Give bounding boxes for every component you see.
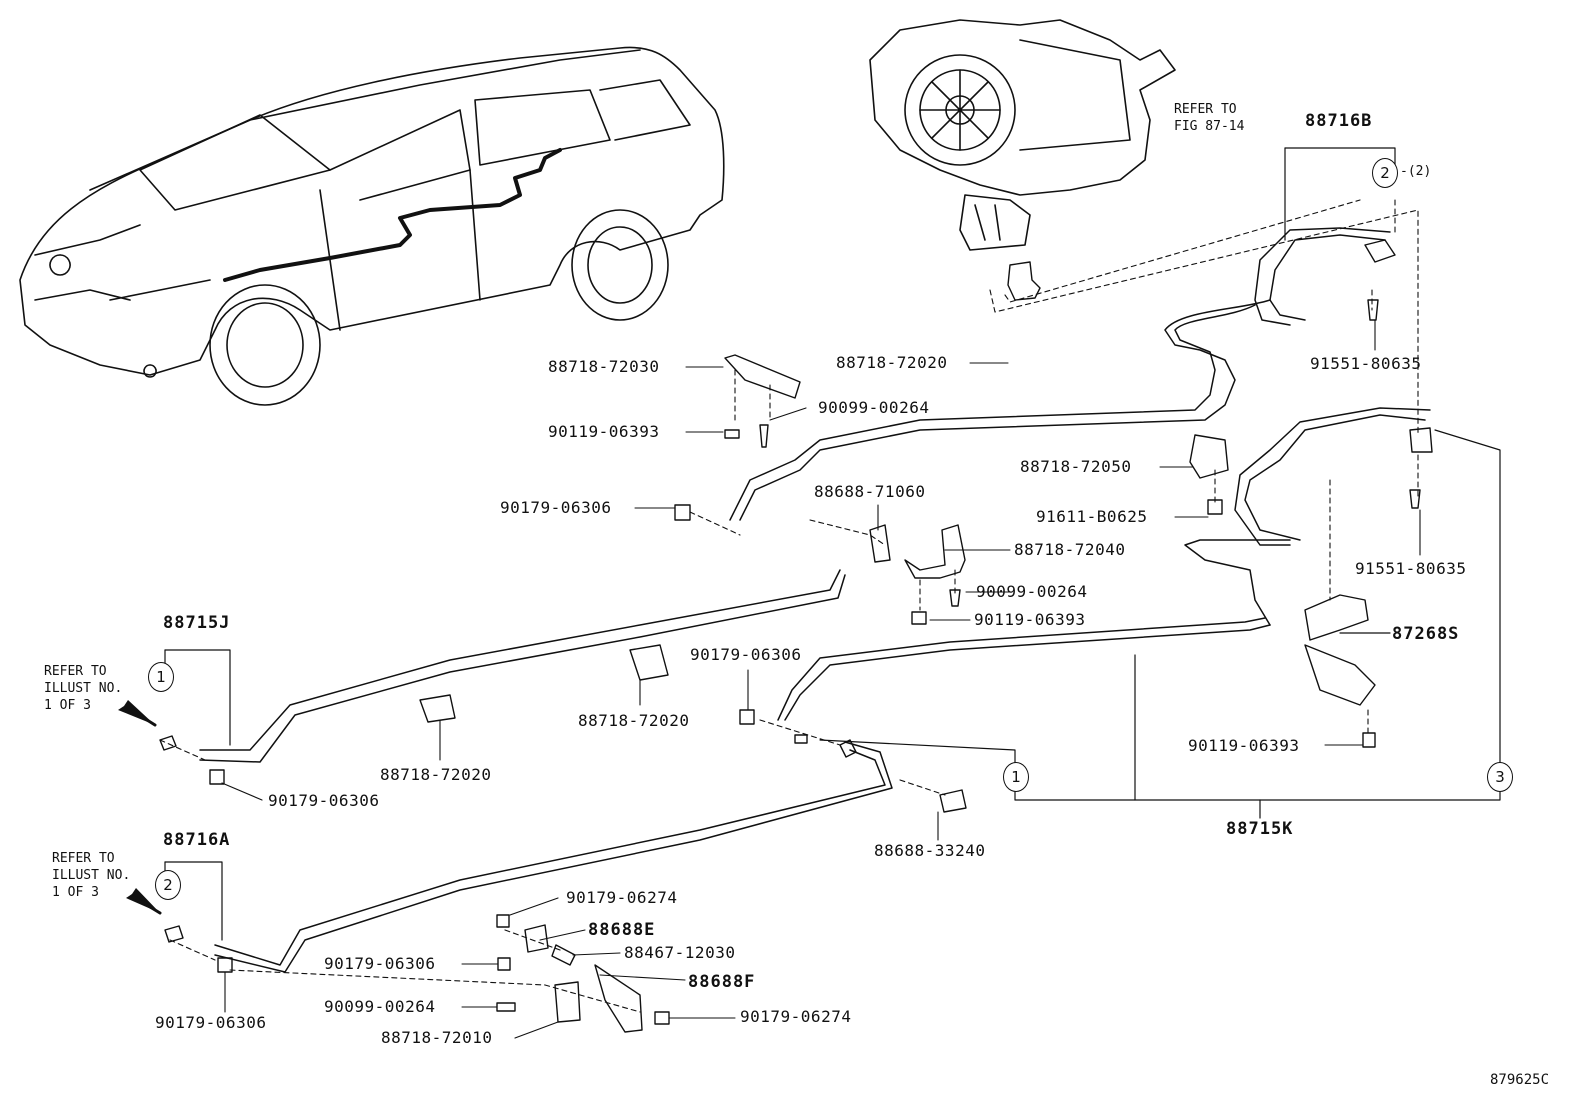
refer-illust-note-2[interactable]: REFER TO ILLUST NO. 1 OF 3 xyxy=(52,851,131,900)
callout-1-right: 1 xyxy=(1003,762,1029,792)
part-88718-72010[interactable]: 88718-72010 xyxy=(381,1028,493,1047)
part-90179-06274-a[interactable]: 90179-06274 xyxy=(566,888,678,907)
part-90119-06393-c[interactable]: 90119-06393 xyxy=(1188,736,1300,755)
group-88688E[interactable]: 88688E xyxy=(588,920,656,940)
group-88716A[interactable]: 88716A xyxy=(163,830,231,850)
refer-illust-note-1[interactable]: REFER TO ILLUST NO. 1 OF 3 xyxy=(44,664,123,713)
part-90179-06306-b[interactable]: 90179-06306 xyxy=(690,645,802,664)
vehicle-illustration xyxy=(19,46,725,406)
dashed-lines xyxy=(159,199,1419,1013)
part-88688-33240[interactable]: 88688-33240 xyxy=(874,841,986,860)
part-88718-72020-top[interactable]: 88718-72020 xyxy=(836,353,948,372)
part-90099-00264-b[interactable]: 90099-00264 xyxy=(976,582,1088,601)
callout-2-left: 2 xyxy=(155,870,181,900)
small-parts xyxy=(159,239,1433,1033)
label-leaders xyxy=(221,319,1421,1039)
leader-lines xyxy=(164,147,1501,941)
part-88718-72020-low[interactable]: 88718-72020 xyxy=(380,765,492,784)
part-88718-72050[interactable]: 88718-72050 xyxy=(1020,457,1132,476)
diagram-code: 879625C xyxy=(1490,1072,1550,1088)
callout-1-left: 1 xyxy=(148,662,174,692)
part-88718-72040[interactable]: 88718-72040 xyxy=(1014,540,1126,559)
blower-unit-illustration xyxy=(869,19,1176,251)
part-91551-80635-b[interactable]: 91551-80635 xyxy=(1355,559,1467,578)
callout-3: 3 xyxy=(1487,762,1513,792)
part-90179-06306-d[interactable]: 90179-06306 xyxy=(324,954,436,973)
part-88718-72030[interactable]: 88718-72030 xyxy=(548,357,660,376)
part-90099-00264-c[interactable]: 90099-00264 xyxy=(324,997,436,1016)
group-88688F[interactable]: 88688F xyxy=(688,972,756,992)
part-90179-06306-e[interactable]: 90179-06306 xyxy=(155,1013,267,1032)
callout-2-top: 2 xyxy=(1372,158,1398,188)
part-90099-00264-a[interactable]: 90099-00264 xyxy=(818,398,930,417)
part-90179-06274-b[interactable]: 90179-06274 xyxy=(740,1007,852,1026)
tube-runs xyxy=(199,227,1431,973)
part-91551-80635-a[interactable]: 91551-80635 xyxy=(1310,354,1422,373)
group-87268S[interactable]: 87268S xyxy=(1392,624,1460,644)
part-90179-06306-c[interactable]: 90179-06306 xyxy=(268,791,380,810)
part-88688-71060[interactable]: 88688-71060 xyxy=(814,482,926,501)
part-88467-12030[interactable]: 88467-12030 xyxy=(624,943,736,962)
refer-fig-note[interactable]: REFER TO FIG 87-14 xyxy=(1174,102,1245,134)
group-88715K[interactable]: 88715K xyxy=(1226,819,1294,839)
part-90119-06393-a[interactable]: 90119-06393 xyxy=(548,422,660,441)
part-91611-B0625[interactable]: 91611-B0625 xyxy=(1036,507,1148,526)
part-90119-06393-b[interactable]: 90119-06393 xyxy=(974,610,1086,629)
group-88716B[interactable]: 88716B xyxy=(1305,111,1373,131)
quantity-note: -(2) xyxy=(1400,164,1432,179)
part-90179-06306-a[interactable]: 90179-06306 xyxy=(500,498,612,517)
part-88718-72020-mid[interactable]: 88718-72020 xyxy=(578,711,690,730)
group-88715J[interactable]: 88715J xyxy=(163,613,231,633)
